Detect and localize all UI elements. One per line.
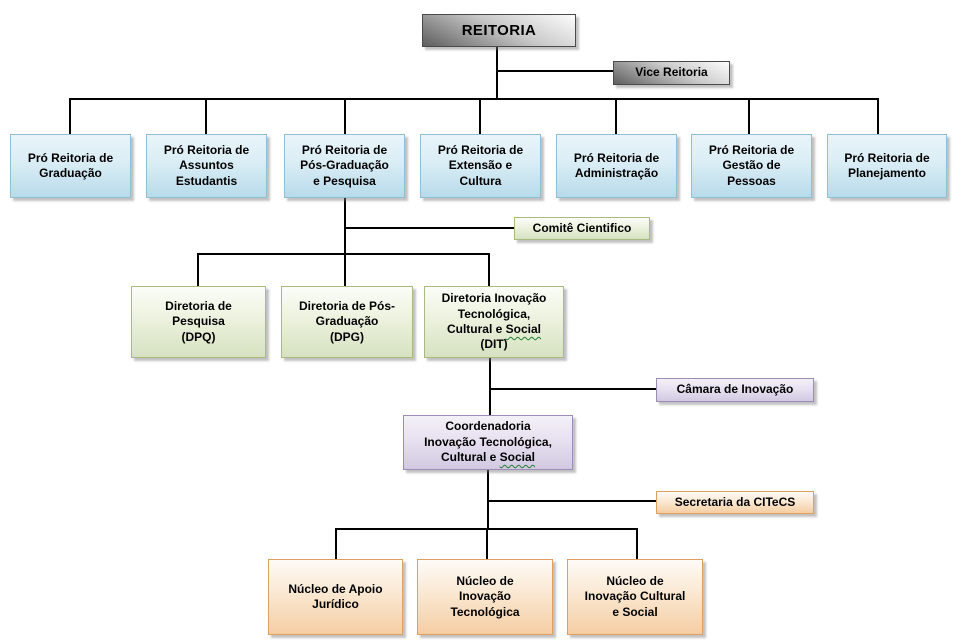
box-label: Pró Reitoria de Administração — [573, 150, 660, 180]
box-label: Pró Reitoria de Gestão de Pessoas — [708, 142, 795, 188]
box-label: Secretaria da CITeCS — [674, 494, 796, 509]
box-label: Núcleo de Inovação Tecnológica — [450, 573, 520, 619]
connector-posgrad-down — [344, 198, 346, 288]
box-label: REITORIA — [461, 21, 537, 39]
connector-reitoria-down — [496, 46, 498, 99]
org-box-pro-reitoria-assuntos-estudantis: Pró Reitoria de Assuntos Estudantis — [146, 134, 267, 198]
connector-dit-down — [489, 357, 491, 416]
org-box-pro-reitoria-graduacao: Pró Reitoria de Graduação — [10, 134, 131, 198]
box-label: Núcleo de Apoio Jurídico — [288, 581, 383, 611]
connector-drop — [197, 253, 199, 287]
org-box-reitoria: REITORIA — [422, 14, 576, 47]
connector-drop — [877, 98, 879, 136]
org-box-comite-cientifico: Comitê Cientifico — [514, 217, 650, 240]
org-box-diretoria-inovacao-dit: Diretoria Inovação Tecnológica, Cultural… — [424, 286, 564, 358]
connector-camara — [489, 388, 657, 390]
org-box-diretoria-pos-graduacao: Diretoria de Pós- Graduação (DPG) — [281, 286, 413, 358]
box-label: Pró Reitoria de Pós-Graduação e Pesquisa — [300, 142, 389, 188]
org-box-nucleo-apoio-juridico: Núcleo de Apoio Jurídico — [268, 559, 403, 635]
connector-drop — [69, 98, 71, 136]
connector-drop — [344, 98, 346, 136]
connector-drop — [205, 98, 207, 136]
org-box-secretaria-citecs: Secretaria da CITeCS — [656, 491, 814, 514]
org-box-pro-reitoria-pos-graduacao-pesquisa: Pró Reitoria de Pós-Graduação e Pesquisa — [284, 134, 405, 198]
connector-drop — [488, 253, 490, 287]
org-box-pro-reitoria-planejamento: Pró Reitoria de Planejamento — [827, 134, 947, 198]
connector-vice-reitoria — [496, 70, 614, 72]
box-label: Coordenadoria Inovação Tecnológica, Cult… — [424, 419, 552, 465]
connector-comite — [344, 227, 515, 229]
connector-drop — [636, 528, 638, 560]
box-label: Diretoria Inovação Tecnológica, Cultural… — [441, 291, 547, 352]
connector-bus-diretorias — [197, 253, 489, 255]
org-box-nucleo-inovacao-tecnologica: Núcleo de Inovação Tecnológica — [417, 559, 553, 635]
box-label: Núcleo de Inovação Cultural e Social — [584, 573, 686, 619]
box-label: Câmara de Inovação — [676, 382, 794, 397]
connector-drop — [486, 528, 488, 560]
connector-drop — [748, 98, 750, 136]
box-label: Vice Reitoria — [635, 65, 708, 80]
org-box-pro-reitoria-extensao-cultura: Pró Reitoria de Extensão e Cultura — [420, 134, 541, 198]
box-label: Diretoria de Pós- Graduação (DPG) — [298, 298, 396, 344]
connector-drop — [335, 528, 337, 560]
box-label: Pró Reitoria de Planejamento — [844, 150, 930, 180]
box-label: Comitê Cientifico — [532, 220, 632, 235]
org-box-pro-reitoria-gestao-pessoas: Pró Reitoria de Gestão de Pessoas — [691, 134, 812, 198]
org-box-vice-reitoria: Vice Reitoria — [613, 61, 730, 85]
connector-bus-pro-reitorias — [69, 98, 879, 100]
org-box-coordenadoria-citecs: Coordenadoria Inovação Tecnológica, Cult… — [403, 415, 573, 470]
org-box-diretoria-pesquisa: Diretoria de Pesquisa (DPQ) — [131, 286, 266, 358]
org-box-camara-inovacao: Câmara de Inovação — [656, 378, 814, 402]
org-box-pro-reitoria-administracao: Pró Reitoria de Administração — [556, 134, 677, 198]
connector-drop — [615, 98, 617, 136]
box-label: Diretoria de Pesquisa (DPQ) — [165, 298, 232, 344]
box-label: Pró Reitoria de Graduação — [27, 150, 114, 180]
connector-coordenadoria-down — [487, 469, 489, 530]
org-box-nucleo-inovacao-cultural-social: Núcleo de Inovação Cultural e Social — [567, 559, 703, 635]
box-label: Pró Reitoria de Extensão e Cultura — [437, 142, 524, 188]
connector-drop — [479, 98, 481, 136]
connector-secretaria — [487, 500, 657, 502]
box-label: Pró Reitoria de Assuntos Estudantis — [163, 142, 250, 188]
